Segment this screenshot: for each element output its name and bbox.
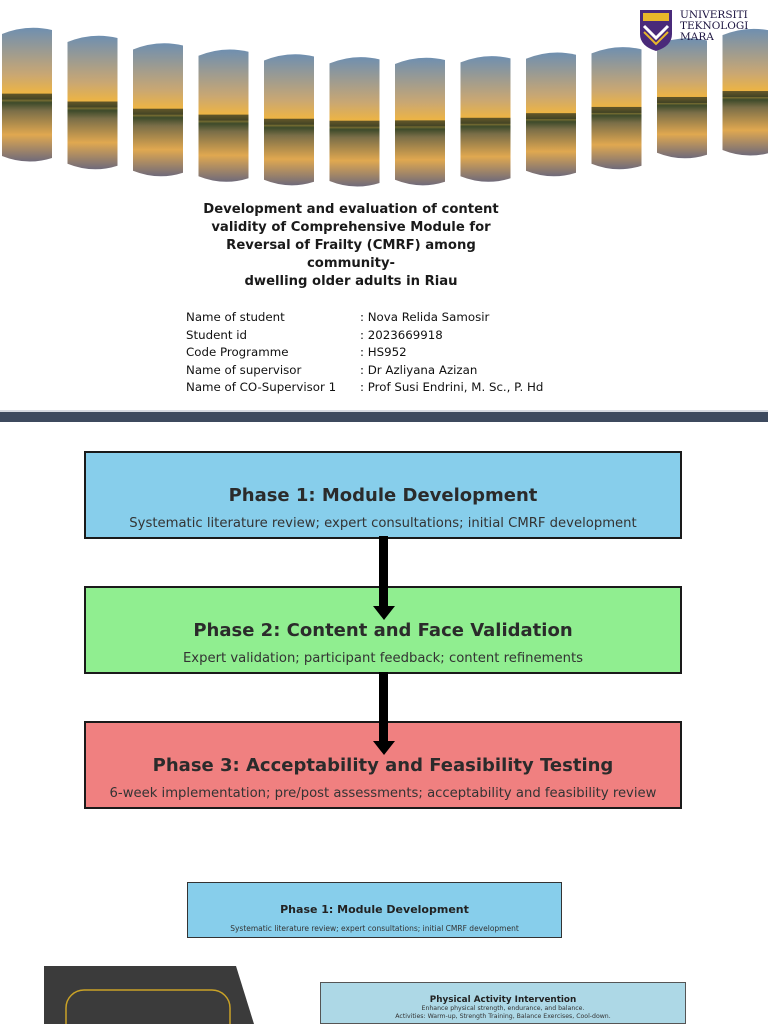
info-row: Name of supervisor : Dr Azliyana Azizan (186, 362, 543, 380)
student-info: Name of student : Nova Relida Samosir St… (186, 309, 543, 397)
flow-arrow-shaft (379, 536, 388, 608)
info-value: : Prof Susi Endrini, M. Sc., P. Hd (360, 380, 544, 394)
phase-1-box: Phase 1: Module Development Systematic l… (84, 451, 682, 539)
title-line-2: validity of Comprehensive Module for (211, 220, 491, 235)
panel-horizon (657, 96, 707, 103)
phase-title: Phase 1: Module Development (228, 485, 538, 506)
panel-horizon (133, 108, 183, 115)
info-label: Name of supervisor (186, 362, 302, 377)
info-label: Name of student (186, 310, 285, 324)
page-divider (0, 412, 768, 422)
info-label: Name of CO-Supervisor 1 (186, 380, 337, 394)
panel-horizon (722, 91, 768, 98)
phase-1-thumbnail: Phase 1: Module Development Systematic l… (187, 882, 562, 938)
logo-line-2: TEKNOLOGI (680, 20, 749, 32)
physical-activity-title: Physical Activity Intervention (429, 995, 577, 1005)
physical-activity-goal: Enhance physical strength, endurance, an… (421, 1005, 585, 1012)
flow-arrow-down-icon (373, 741, 395, 755)
info-value: : Dr Azliyana Azizan (360, 362, 478, 377)
info-row: Name of student : Nova Relida Samosir (186, 309, 543, 327)
mini-phase-description: Systematic literature review; expert con… (230, 924, 519, 933)
panel-horizon (198, 114, 249, 121)
physical-activity-list: Activities: Warm-up, Strength Training, … (395, 1012, 611, 1020)
logo-line-1: UNIVERSITI (680, 9, 748, 21)
info-value: : 2023669918 (360, 327, 443, 342)
panel-horizon (2, 93, 52, 100)
phase-title: Phase 3: Acceptability and Feasibility T… (152, 755, 614, 776)
info-value: : Nova Relida Samosir (360, 310, 490, 324)
info-row: Name of CO-Supervisor 1 : Prof Susi Endr… (186, 379, 543, 397)
panel-horizon (591, 106, 642, 113)
panel-horizon (329, 120, 380, 127)
panel-horizon (67, 101, 118, 108)
uitm-crest-icon (640, 10, 672, 51)
phase-3-box: Phase 3: Acceptability and Feasibility T… (84, 721, 682, 809)
photo-panels (2, 27, 768, 187)
info-label: Student id (186, 327, 247, 342)
phase-title: Phase 2: Content and Face Validation (193, 620, 573, 641)
physical-activity-box: Physical Activity Intervention Enhance p… (320, 982, 686, 1024)
divider-highlight (0, 410, 768, 412)
university-logo: UNIVERSITI TEKNOLOGI MARA (636, 6, 748, 54)
mini-phase-title: Phase 1: Module Development (280, 903, 469, 916)
title-line-1: Development and evaluation of content (203, 202, 499, 217)
panel-horizon (460, 117, 511, 124)
info-label: Code Programme (186, 345, 289, 359)
dark-slide-thumbnail (44, 966, 254, 1024)
panel-horizon (264, 118, 314, 125)
flow-arrow-down-icon (373, 606, 395, 620)
title-line-3: Reversal of Frailty (CMRF) among communi… (226, 238, 476, 271)
title-line-4: dwelling older adults in Riau (244, 274, 458, 289)
phase-description: Expert validation; participant feedback;… (182, 651, 584, 666)
flow-arrow-shaft (379, 672, 388, 743)
phase-description: Systematic literature review; expert con… (129, 516, 637, 531)
logo-line-3: MARA (680, 31, 714, 43)
info-row: Student id : 2023669918 (186, 327, 543, 345)
panel-horizon (395, 120, 445, 127)
thesis-title: Development and evaluation of content va… (190, 201, 512, 291)
phase-description: 6-week implementation; pre/post assessme… (109, 786, 657, 801)
panel-horizon (526, 113, 576, 120)
info-value: : HS952 (360, 345, 407, 359)
header-banner (2, 27, 768, 187)
info-row: Code Programme : HS952 (186, 344, 543, 362)
